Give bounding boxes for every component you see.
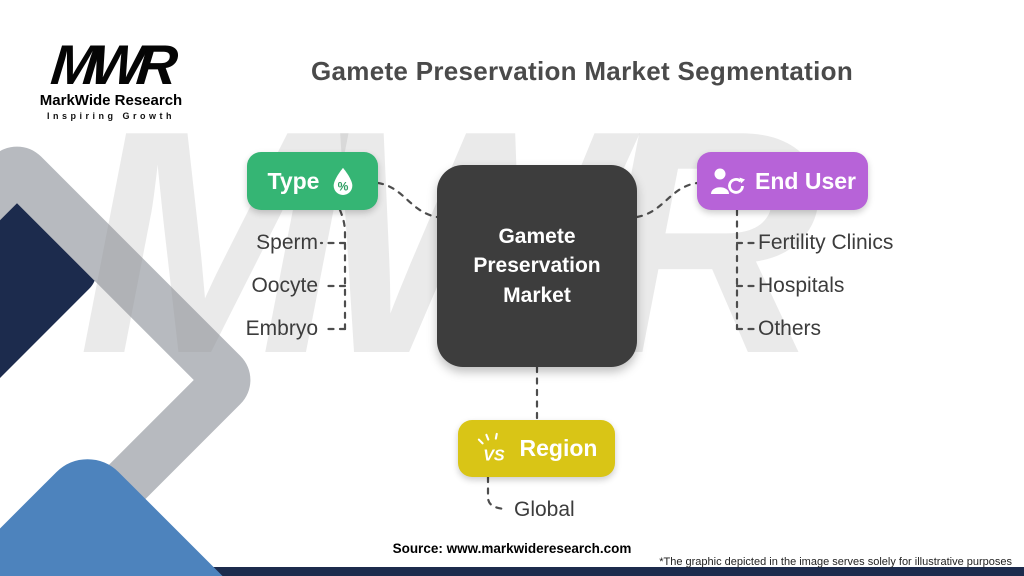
- segment-item-global: Global: [514, 498, 575, 521]
- center-node-label: Gamete Preservation Market: [473, 224, 601, 307]
- decor-bottom-bar: [0, 567, 1024, 576]
- branch-node-region: VS Region: [458, 420, 615, 477]
- vs-spark-icon: VS: [477, 432, 505, 464]
- branch-end-user-label: End User: [755, 167, 856, 194]
- branch-node-type: Type %: [247, 152, 378, 210]
- svg-text:VS: VS: [483, 446, 505, 464]
- center-node-gamete-preservation-market: Gamete Preservation Market: [437, 165, 637, 367]
- segment-item-sperm: Sperm: [256, 231, 318, 254]
- source-text: Source: www.markwideresearch.com: [392, 541, 632, 556]
- svg-text:%: %: [338, 179, 349, 193]
- droplet-percent-icon: %: [334, 167, 353, 195]
- logo-tagline: Inspiring Growth: [47, 111, 175, 122]
- segment-item-others: Others: [758, 317, 822, 340]
- logo-monogram: MWR: [48, 33, 174, 96]
- segment-item-oocyte: Oocyte: [251, 274, 318, 297]
- segment-item-fertility-clinics: Fertility Clinics: [758, 231, 894, 254]
- segment-item-hospitals: Hospitals: [758, 274, 845, 297]
- segment-item-embryo: Embryo: [245, 317, 318, 340]
- branch-node-end-user: End User: [697, 152, 868, 210]
- user-refresh-icon: [711, 168, 745, 194]
- branch-type-label: Type: [267, 167, 320, 194]
- disclaimer-text: *The graphic depicted in the image serve…: [659, 556, 1012, 568]
- logo-name: MarkWide Research: [39, 92, 183, 110]
- page-title: Gamete Preservation Market Segmentation: [311, 56, 853, 86]
- markwide-logo: MWR MarkWide Research Inspiring Growth: [28, 33, 194, 122]
- branch-region-label: Region: [519, 435, 598, 461]
